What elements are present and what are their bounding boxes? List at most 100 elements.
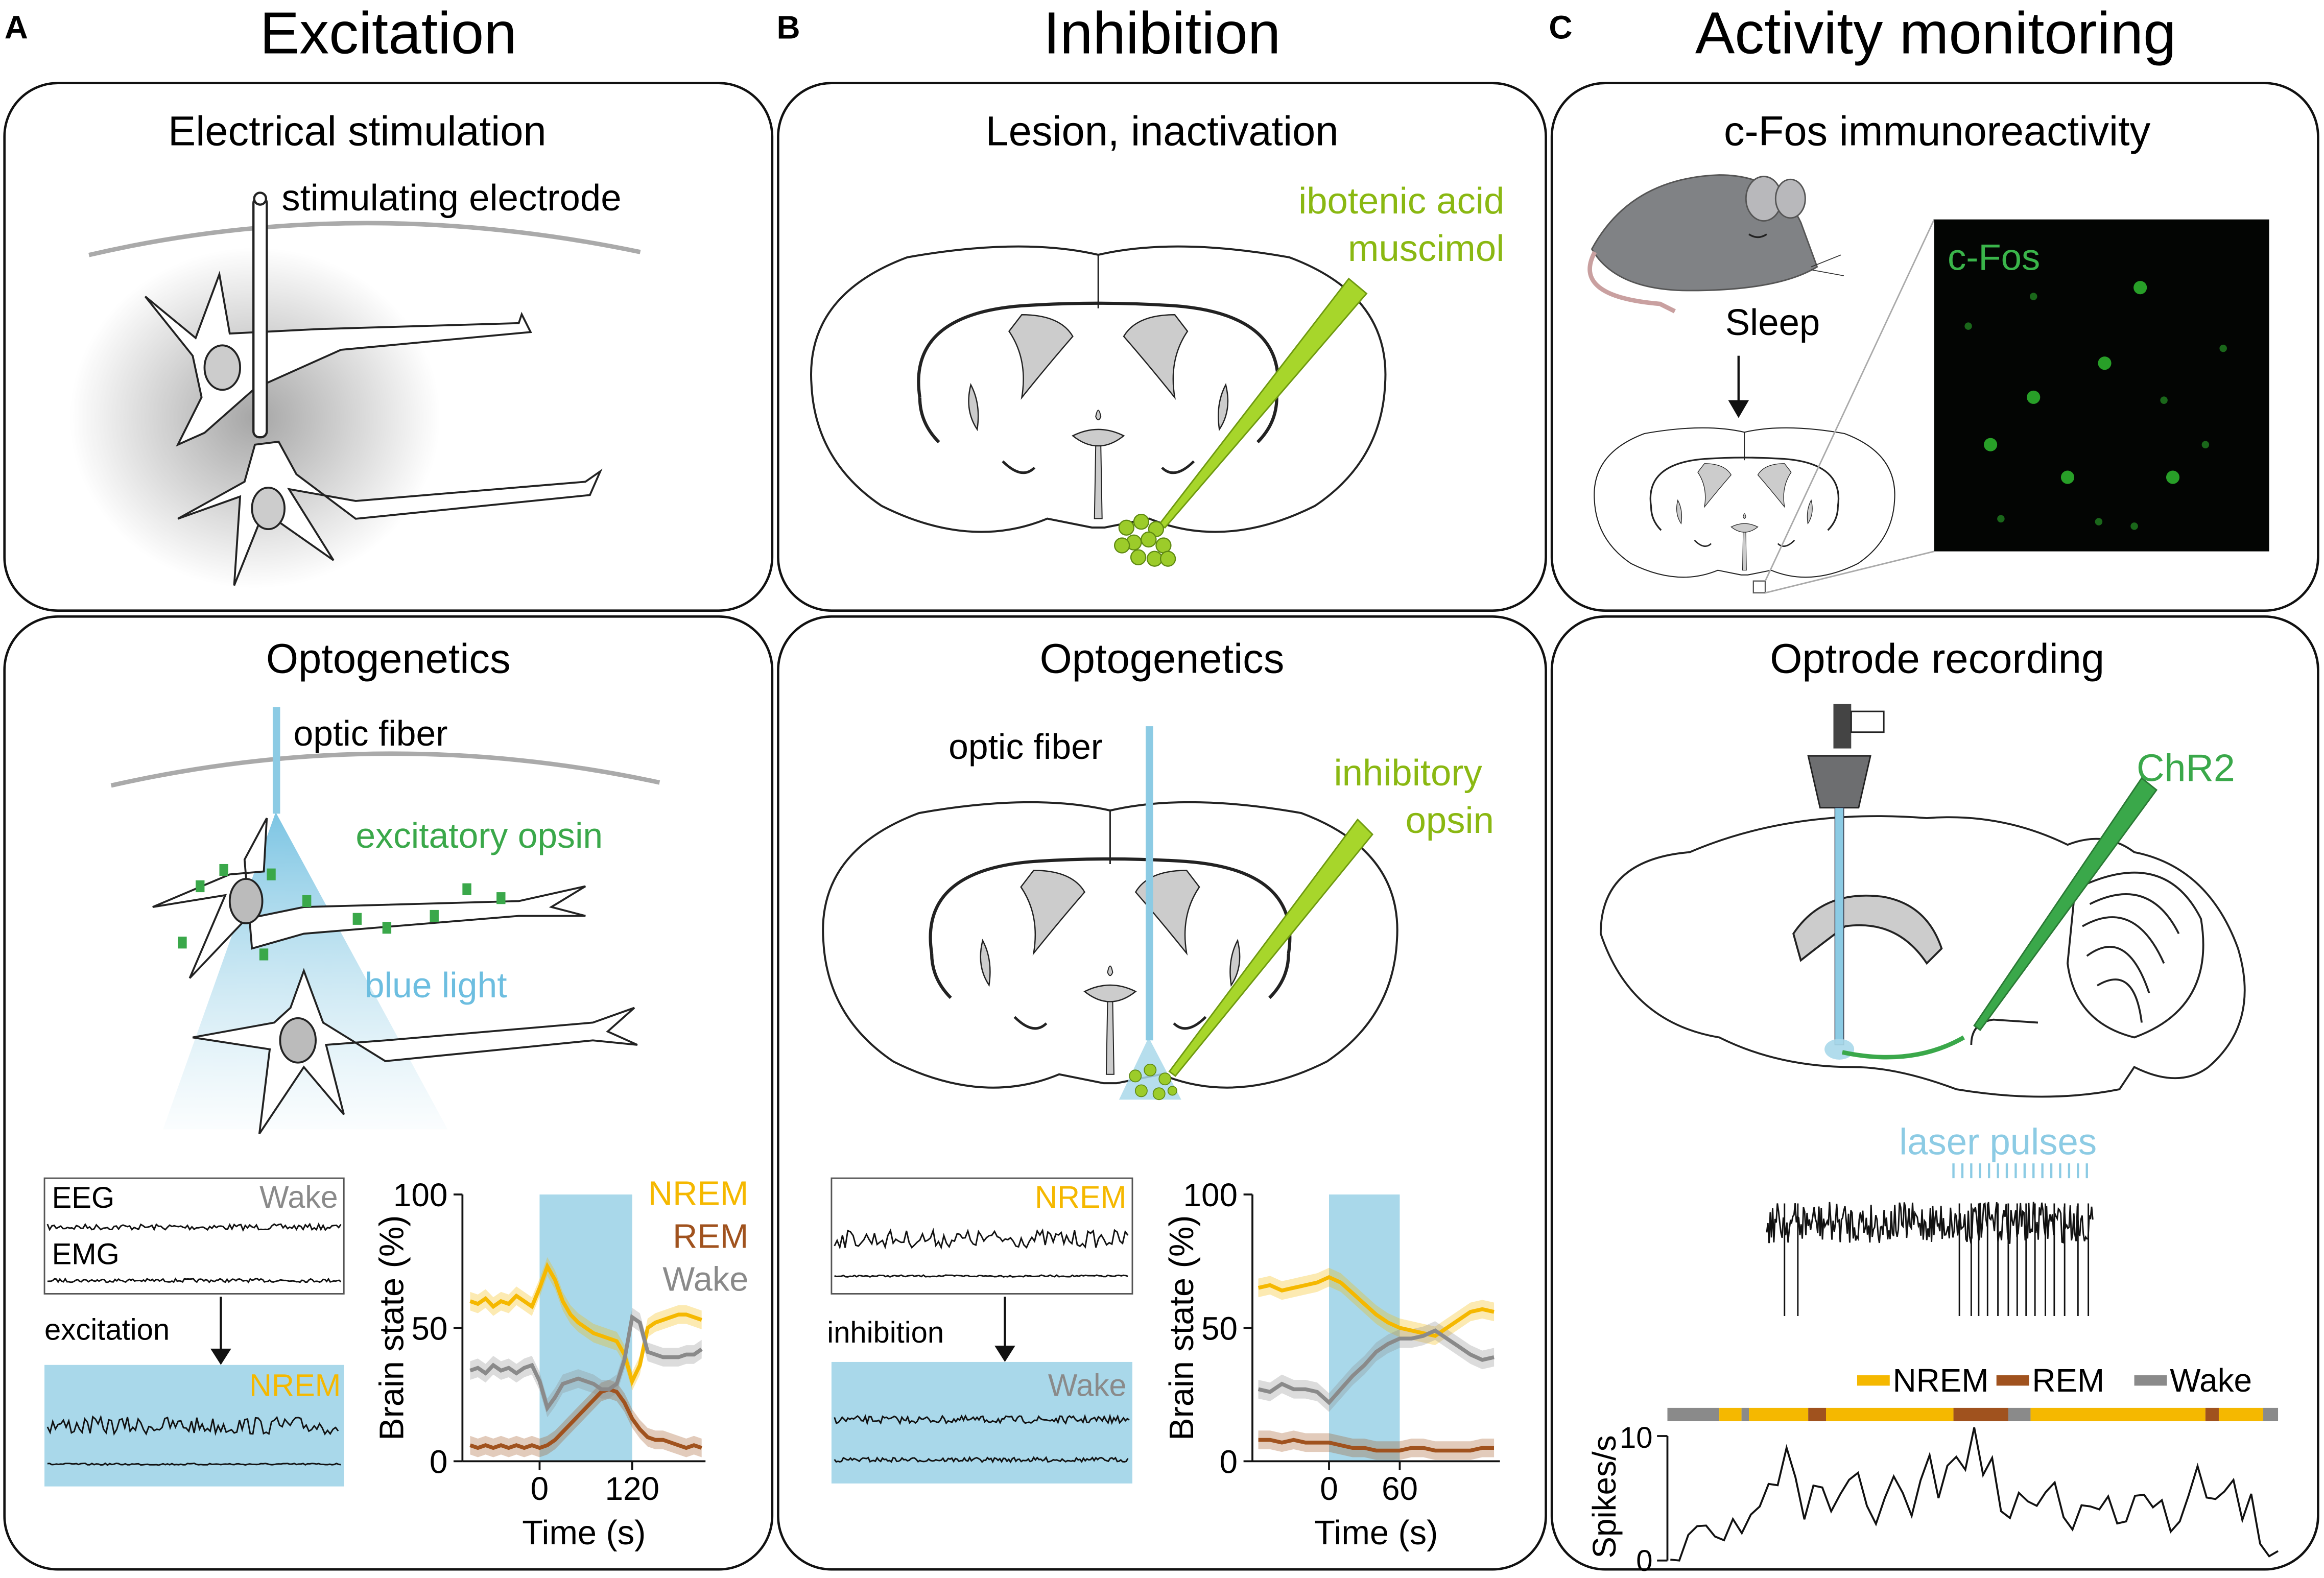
optic-fiber-a — [272, 707, 280, 814]
light-spot — [1824, 1039, 1855, 1060]
cfos-nucleus — [2029, 293, 2037, 300]
small-ventricles — [980, 939, 1241, 987]
box-c-top — [1550, 82, 2319, 612]
cfos-nucleus — [1984, 438, 1998, 451]
series-line-rem — [1258, 1438, 1494, 1453]
hypnogram-segment-nrem — [1719, 1407, 1742, 1422]
excitation-label: excitation — [44, 1313, 170, 1346]
cfos-nucleus — [1964, 322, 1972, 330]
blue-light-label: blue light — [365, 965, 507, 1005]
hypnogram-segment-rem — [1808, 1407, 1826, 1422]
emg-trace-nrem-b — [834, 1274, 1128, 1278]
injection-pipette-b-bottom — [1168, 818, 1374, 1077]
panel-a-letter: A — [5, 9, 28, 46]
hypnogram-segment-wake — [2263, 1407, 2279, 1422]
anterior-commissure — [1002, 460, 1195, 474]
box-a-top — [3, 82, 774, 612]
laser-pulses-label: laser pulses — [1899, 1121, 2097, 1163]
optogenetics-title-b: Optogenetics — [1040, 636, 1285, 682]
series-band-nrem — [470, 1257, 702, 1391]
legend-label-rem: REM — [2032, 1362, 2104, 1399]
cfos-nucleus — [2219, 344, 2227, 352]
series-line-wake — [469, 1313, 703, 1413]
baseline-trace-box-a — [43, 1177, 345, 1295]
corpus-callosum — [929, 857, 1292, 999]
cfos-title: c-Fos immunoreactivity — [1724, 108, 2151, 155]
cfos-nucleus — [2060, 470, 2075, 484]
y-tick-label: 50 — [411, 1310, 447, 1347]
hypnogram-segment-wake — [2008, 1407, 2031, 1422]
third-ventricle — [1742, 532, 1747, 571]
cfos-positive-nuclei — [1964, 281, 2227, 530]
stimulation-window — [1329, 1194, 1400, 1462]
legend-swatch-nrem — [1857, 1375, 1890, 1386]
stimulating-electrode-label: stimulating electrode — [281, 177, 621, 219]
neuron-opsin — [152, 818, 586, 979]
cfos-nucleus — [2201, 441, 2210, 448]
panel-b-title: Inhibition — [1044, 0, 1281, 66]
electrical-stimulation-title: Electrical stimulation — [168, 108, 547, 155]
y-tick-label: 0 — [1219, 1444, 1237, 1480]
cfos-nucleus — [2166, 470, 2180, 484]
anterior-commissure — [1013, 1016, 1207, 1030]
eeg-label: EEG — [52, 1181, 115, 1214]
optic-fiber-label-b: optic fiber — [948, 727, 1103, 767]
neuron-lower — [177, 440, 603, 586]
emg-trace-nrem — [47, 1462, 341, 1466]
cfos-nucleus — [2098, 356, 2112, 370]
injection-pipette-c — [1973, 777, 2158, 1031]
opsin-channels — [178, 864, 506, 961]
eeg-trace-nrem — [46, 1415, 339, 1436]
eeg-trace-nrem-b — [834, 1227, 1129, 1250]
region-marker — [1752, 580, 1766, 594]
lesion-cells — [1113, 513, 1176, 567]
ytick-label-10: 10 — [1620, 1421, 1653, 1454]
zoom-line-top — [1764, 219, 1935, 582]
box-b-bottom — [777, 615, 1547, 1571]
optic-fiber-b — [1146, 726, 1153, 1041]
extracellular-spike-trace — [1766, 1202, 2094, 1316]
panel-c-title: Activity monitoring — [1695, 0, 2176, 66]
sleeping-mouse-icon — [1587, 174, 1844, 314]
coronal-outline — [822, 801, 1398, 1089]
x-axis-label: Time (s) — [1314, 1514, 1438, 1552]
coronal-section-c — [1594, 427, 1895, 578]
inhibition-label: inhibition — [827, 1316, 944, 1349]
box-b-top — [777, 82, 1547, 612]
chr2-projection — [1842, 1035, 1965, 1060]
emg-trace-wake — [47, 1277, 342, 1284]
series-line-rem — [469, 1387, 702, 1450]
series-line-nrem — [469, 1262, 702, 1387]
y-tick-label: 0 — [430, 1444, 448, 1480]
small-ventricles — [1676, 499, 1813, 525]
excitation-arrow-head — [210, 1348, 231, 1365]
cfos-nucleus — [2133, 281, 2147, 295]
x-tick-label: 60 — [1382, 1470, 1418, 1507]
aqueduct — [1743, 513, 1746, 519]
optogenetics-title-a: Optogenetics — [266, 636, 511, 682]
y-tick-label: 50 — [1201, 1310, 1238, 1347]
y-tick-label: 100 — [1183, 1177, 1238, 1213]
hypnogram-segment-nrem — [2030, 1407, 2206, 1422]
spikes-axis-label: Spikes/s — [1586, 1435, 1623, 1558]
zoom-line-bottom — [1765, 551, 1935, 594]
box-c-bottom — [1550, 615, 2319, 1571]
legend-label-wake: Wake — [2170, 1362, 2252, 1399]
series-band-nrem — [1258, 1268, 1495, 1346]
hypnogram-segment-wake — [1741, 1407, 1749, 1422]
panel-a-title: Excitation — [260, 0, 517, 66]
third-ventricle-top — [1083, 984, 1137, 1002]
panel-c-letter: C — [1549, 9, 1572, 46]
third-ventricle — [1094, 445, 1103, 519]
wake-state-label-a: Wake — [259, 1180, 338, 1214]
stimulating-electrode — [252, 196, 268, 439]
third-ventricle-top — [1730, 523, 1759, 533]
cfos-nucleus — [2095, 518, 2103, 525]
corpus-callosum — [1649, 457, 1840, 531]
inhibitory-opsin-line2: opsin — [1406, 800, 1494, 841]
stim-trace-box-a — [44, 1365, 344, 1487]
